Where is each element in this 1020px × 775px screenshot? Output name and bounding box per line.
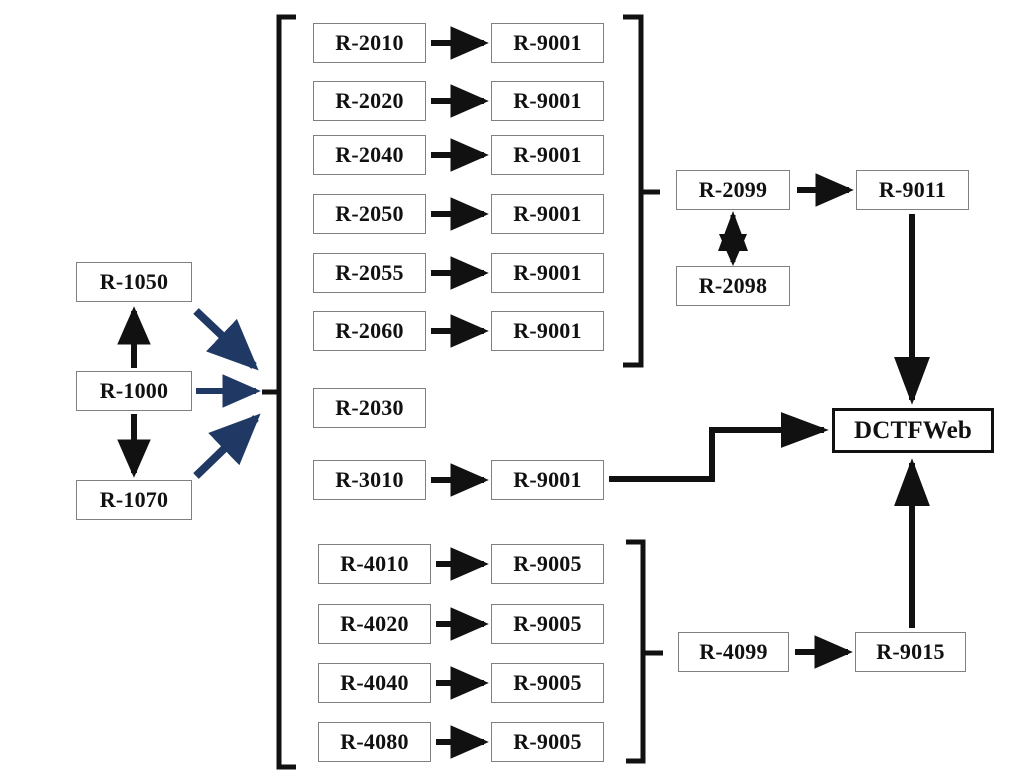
node-label: R-9011 bbox=[878, 177, 947, 202]
node-r9005b[interactable]: R-9005 bbox=[491, 604, 604, 644]
node-label: R-4020 bbox=[340, 611, 409, 636]
node-label: R-4099 bbox=[699, 639, 768, 664]
node-label: R-1070 bbox=[99, 487, 169, 512]
node-r2010[interactable]: R-2010 bbox=[313, 23, 426, 63]
node-label: R-2040 bbox=[335, 142, 404, 167]
node-r2050[interactable]: R-2050 bbox=[313, 194, 426, 234]
node-label: R-9001 bbox=[513, 318, 582, 343]
node-label: R-4040 bbox=[340, 670, 409, 695]
node-label: R-9005 bbox=[513, 670, 582, 695]
node-label: R-2098 bbox=[698, 273, 768, 298]
node-r1050[interactable]: R-1050 bbox=[76, 262, 192, 302]
node-r3010[interactable]: R-3010 bbox=[313, 460, 426, 500]
node-label: R-2060 bbox=[335, 318, 404, 343]
node-label: R-4080 bbox=[340, 729, 409, 754]
node-r2099[interactable]: R-2099 bbox=[676, 170, 790, 210]
node-label: R-9005 bbox=[513, 551, 582, 576]
node-label: R-2055 bbox=[335, 260, 404, 285]
node-r4010[interactable]: R-4010 bbox=[318, 544, 431, 584]
node-r9005a[interactable]: R-9005 bbox=[491, 544, 604, 584]
node-r9005c[interactable]: R-9005 bbox=[491, 663, 604, 703]
node-label: R-2020 bbox=[335, 88, 404, 113]
node-r2030[interactable]: R-2030 bbox=[313, 388, 426, 428]
node-r4099[interactable]: R-4099 bbox=[678, 632, 789, 672]
node-r9015[interactable]: R-9015 bbox=[855, 632, 966, 672]
node-label: R-4010 bbox=[340, 551, 409, 576]
node-label: R-9001 bbox=[513, 260, 582, 285]
node-dctfweb[interactable]: DCTFWeb bbox=[832, 408, 994, 453]
node-r9001a[interactable]: R-9001 bbox=[491, 23, 604, 63]
node-label: R-2010 bbox=[335, 30, 404, 55]
node-r9001g[interactable]: R-9001 bbox=[491, 460, 604, 500]
bracket-main-group bbox=[262, 14, 296, 770]
node-r9005d[interactable]: R-9005 bbox=[491, 722, 604, 762]
node-r2055[interactable]: R-2055 bbox=[313, 253, 426, 293]
edge-r9001-to-dctfweb-stepped bbox=[609, 412, 829, 482]
bracket-bottom-group bbox=[626, 539, 663, 764]
node-label: R-2030 bbox=[335, 395, 404, 420]
node-label: R-2099 bbox=[698, 177, 768, 202]
node-r9011[interactable]: R-9011 bbox=[856, 170, 969, 210]
node-r2060[interactable]: R-2060 bbox=[313, 311, 426, 351]
node-r2040[interactable]: R-2040 bbox=[313, 135, 426, 175]
node-label: R-9005 bbox=[513, 729, 582, 754]
node-label: R-1000 bbox=[99, 378, 169, 403]
node-r4040[interactable]: R-4040 bbox=[318, 663, 431, 703]
node-r2020[interactable]: R-2020 bbox=[313, 81, 426, 121]
node-label: R-9015 bbox=[876, 639, 945, 664]
node-label: R-9005 bbox=[513, 611, 582, 636]
node-label: R-1050 bbox=[99, 269, 169, 294]
node-label: R-9001 bbox=[513, 88, 582, 113]
node-label: DCTFWeb bbox=[853, 416, 973, 444]
node-r9001f[interactable]: R-9001 bbox=[491, 311, 604, 351]
bracket-top-group bbox=[623, 14, 660, 368]
node-label: R-9001 bbox=[513, 142, 582, 167]
node-r2098[interactable]: R-2098 bbox=[676, 266, 790, 306]
node-r1000[interactable]: R-1000 bbox=[76, 371, 192, 411]
node-label: R-9001 bbox=[513, 201, 582, 226]
node-r9001c[interactable]: R-9001 bbox=[491, 135, 604, 175]
edge-r1070-to-group bbox=[193, 413, 261, 479]
node-r9001e[interactable]: R-9001 bbox=[491, 253, 604, 293]
node-r1070[interactable]: R-1070 bbox=[76, 480, 192, 520]
node-label: R-3010 bbox=[335, 467, 404, 492]
node-r4080[interactable]: R-4080 bbox=[318, 722, 431, 762]
node-r4020[interactable]: R-4020 bbox=[318, 604, 431, 644]
node-r9001b[interactable]: R-9001 bbox=[491, 81, 604, 121]
node-label: R-2050 bbox=[335, 201, 404, 226]
node-label: R-9001 bbox=[513, 30, 582, 55]
node-label: R-9001 bbox=[513, 467, 582, 492]
node-r9001d[interactable]: R-9001 bbox=[491, 194, 604, 234]
edge-r1050-to-group bbox=[193, 308, 259, 371]
